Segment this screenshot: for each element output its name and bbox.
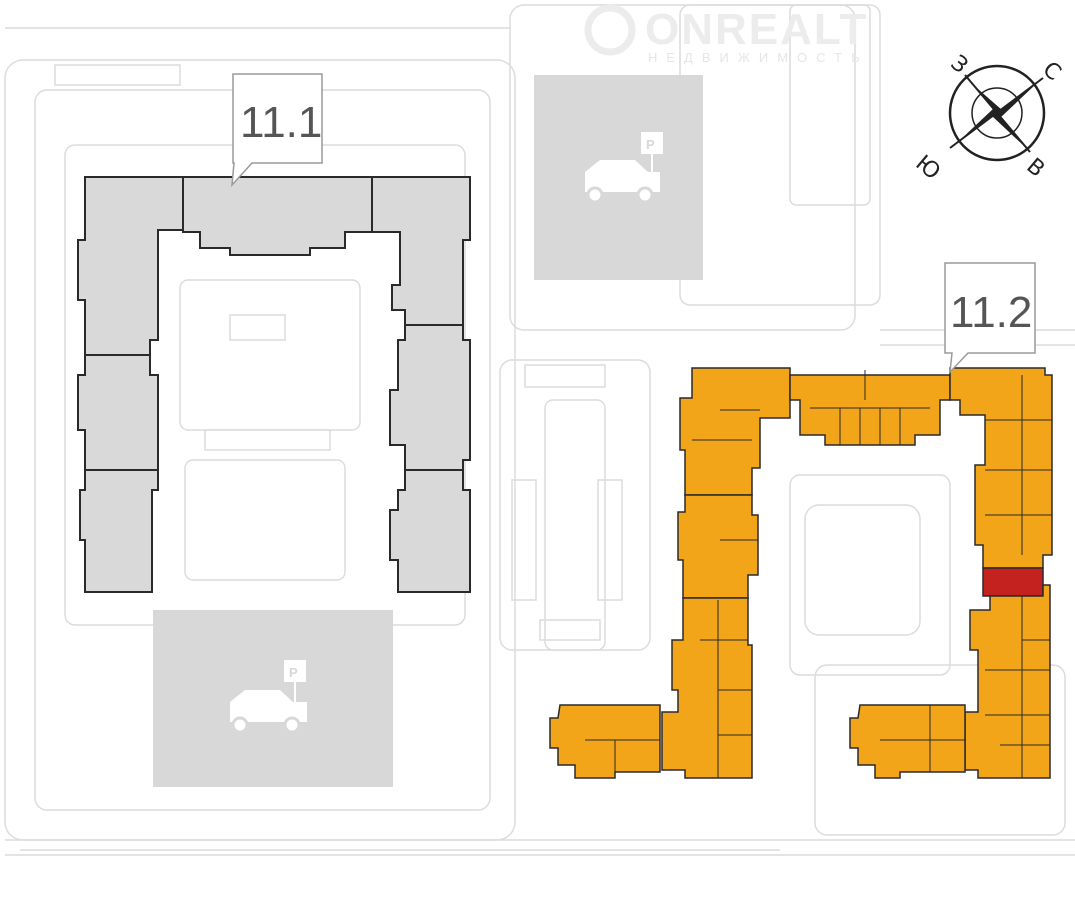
car-icon: P <box>230 660 307 734</box>
building-label-11-2[interactable]: 11.2 <box>944 262 1036 375</box>
compass-icon: З С Ю В <box>911 51 1066 185</box>
building-label-11-1[interactable]: 11.1 <box>231 73 323 188</box>
watermark-brand: ONREALT <box>645 5 868 54</box>
compass-north: С <box>1038 57 1066 86</box>
building-11-1[interactable] <box>77 176 471 593</box>
parking-sign: P <box>646 137 655 152</box>
parking-lot-south[interactable]: P <box>153 610 393 787</box>
parking-sign: P <box>289 665 298 680</box>
building-number: 11.2 <box>950 288 1032 337</box>
selected-unit[interactable] <box>982 567 1044 597</box>
compass-east: В <box>1022 154 1050 183</box>
parking-lot-north[interactable]: P <box>534 75 703 280</box>
building-number: 11.1 <box>240 98 322 147</box>
watermark-logo: ONREALT НЕДВИЖИМОСТЬ <box>584 4 869 65</box>
car-icon: P <box>585 132 663 204</box>
building-11-2[interactable] <box>549 367 1053 779</box>
watermark-sub: НЕДВИЖИМОСТЬ <box>648 50 869 65</box>
compass-south: Ю <box>911 151 945 185</box>
